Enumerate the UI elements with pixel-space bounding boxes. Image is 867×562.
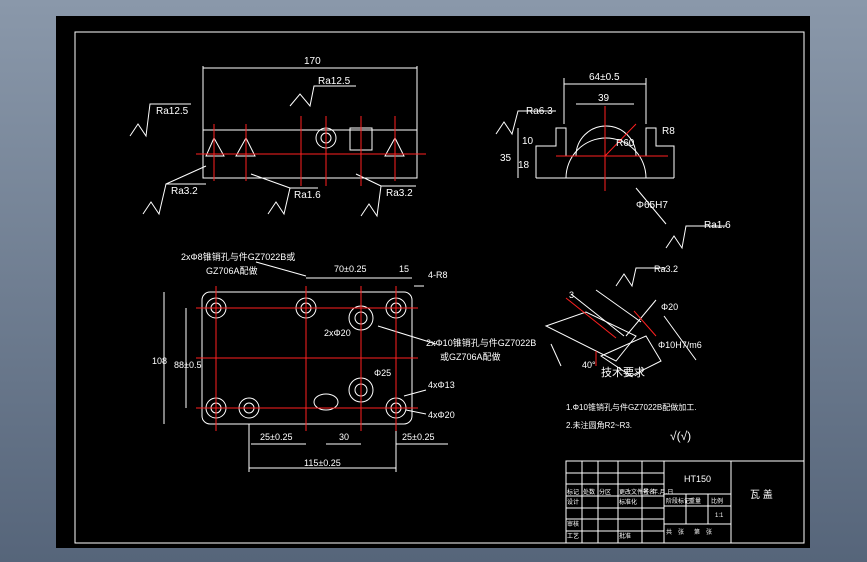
roughness-ra3-left: Ra12.5 xyxy=(156,106,189,117)
tb-label-stage: 阶段标记 xyxy=(666,497,690,505)
tech-title: 技术要求 xyxy=(601,366,645,379)
dim-40deg: 40° xyxy=(582,360,596,370)
note-pin-holes-2: GZ706A配做 xyxy=(206,265,258,276)
title-block: HT150 瓦 盖 标记 处数 分区 更改文件号 签名 年.月.日 设计 标准化… xyxy=(565,460,805,544)
tb-label-change: 更改文件号 xyxy=(619,488,649,496)
tb-label-no: 第 xyxy=(694,528,700,536)
roughness-ra3-2-detail: Ra3.2 xyxy=(654,264,678,274)
roughness-ra1-6: Ra1.6 xyxy=(294,190,321,201)
dim-4-r8: 4-R8 xyxy=(428,270,448,280)
drawing-canvas: 170 Ra12.5 Ra12.5 Ra3.2 Ra1.6 Ra3.2 xyxy=(74,31,805,544)
dim-170: 170 xyxy=(304,56,321,67)
bore-callout: Φ65H7 xyxy=(636,200,668,211)
tb-label-zone: 分区 xyxy=(599,488,611,496)
dim-25-left: 25±0.25 xyxy=(260,432,292,442)
tech-note-1: 1.Φ10锥销孔与件GZ7022B配做加工. xyxy=(566,402,696,412)
plan-view: 2xΦ8锥销孔与件GZ7022B或 GZ706A配做 70±0.25 15 4-… xyxy=(152,251,536,472)
tb-label-date: 年.月.日 xyxy=(652,488,673,496)
dim-d20-detail: Φ20 xyxy=(661,302,678,312)
tb-label-process: 工艺 xyxy=(567,532,579,540)
dim-70: 70±0.25 xyxy=(334,264,366,274)
tb-label-total: 共 xyxy=(666,528,672,536)
dim-2xd20: 2xΦ20 xyxy=(324,328,351,338)
dim-18: 18 xyxy=(518,160,530,171)
dim-4xd13: 4xΦ13 xyxy=(428,380,455,390)
roughness-ra12-top: Ra12.5 xyxy=(318,76,351,87)
roughness-ra6-3: Ra6.3 xyxy=(526,106,553,117)
dim-64: 64±0.5 xyxy=(589,72,620,83)
drawing-sheet: 170 Ra12.5 Ra12.5 Ra3.2 Ra1.6 Ra3.2 xyxy=(56,16,810,548)
dim-4xd20: 4xΦ20 xyxy=(428,410,455,420)
dim-108: 108 xyxy=(152,356,167,366)
side-view: 64±0.5 39 35 10 18 R8 R60 Ra6.3 Φ65H7 Ra… xyxy=(495,72,731,250)
dim-d25: Φ25 xyxy=(374,368,391,378)
dim-r8: R8 xyxy=(662,126,675,137)
tech-note-2: 2.未注圆角R2~R3. xyxy=(566,420,632,430)
tb-label-design: 设计 xyxy=(567,498,579,506)
dim-fit: Φ10H7/m6 xyxy=(658,340,702,350)
tb-label-sheet: 张 xyxy=(678,528,684,536)
part-name: 瓦 盖 xyxy=(750,488,773,501)
dim-35: 35 xyxy=(500,153,512,164)
material: HT150 xyxy=(684,474,711,484)
dim-3: 3 xyxy=(569,290,574,300)
dim-115: 115±0.25 xyxy=(304,458,341,468)
inner-border xyxy=(74,31,805,544)
tech-requirements: 技术要求 1.Φ10锥销孔与件GZ7022B配做加工. 2.未注圆角R2~R3.… xyxy=(566,366,696,443)
dim-30: 30 xyxy=(339,432,349,442)
dim-15: 15 xyxy=(399,264,409,274)
note-pin-holes: 2xΦ8锥销孔与件GZ7022B或 xyxy=(181,251,295,262)
tb-label-review: 审核 xyxy=(567,520,579,528)
dim-39: 39 xyxy=(598,93,610,104)
dim-r60: R60 xyxy=(616,138,635,149)
tb-label-sheet2: 张 xyxy=(706,528,712,536)
roughness-ra12-bottom: Ra3.2 xyxy=(171,186,198,197)
top-view: 170 Ra12.5 Ra12.5 Ra3.2 Ra1.6 Ra3.2 xyxy=(129,56,426,218)
general-roughness-symbol: √(√) xyxy=(670,429,691,443)
tb-label-sign: 签名 xyxy=(643,488,655,496)
note-holes-2: 或GZ706A配做 xyxy=(440,351,501,362)
tb-label-scale: 比例 xyxy=(711,497,723,505)
tb-label-standard: 标准化 xyxy=(619,498,637,506)
roughness-ra3-2: Ra3.2 xyxy=(386,188,413,199)
tb-label-mark: 标记 xyxy=(567,488,579,496)
tb-label-approve: 批准 xyxy=(619,532,631,540)
tb-label-count: 处数 xyxy=(583,488,595,496)
tb-label-weight: 重量 xyxy=(689,497,701,505)
dim-88: 88±0.5 xyxy=(174,360,201,370)
roughness-ra1-6-side: Ra1.6 xyxy=(704,220,731,231)
dim-10: 10 xyxy=(522,136,534,147)
note-holes: 2xΦ10锥销孔与件GZ7022B xyxy=(426,337,536,348)
dim-25-right: 25±0.25 xyxy=(402,432,434,442)
detail-view: Ra3.2 Φ20 Φ10H7/m6 40° 3 xyxy=(544,264,702,377)
tb-scale-value: 1:1 xyxy=(715,513,724,519)
